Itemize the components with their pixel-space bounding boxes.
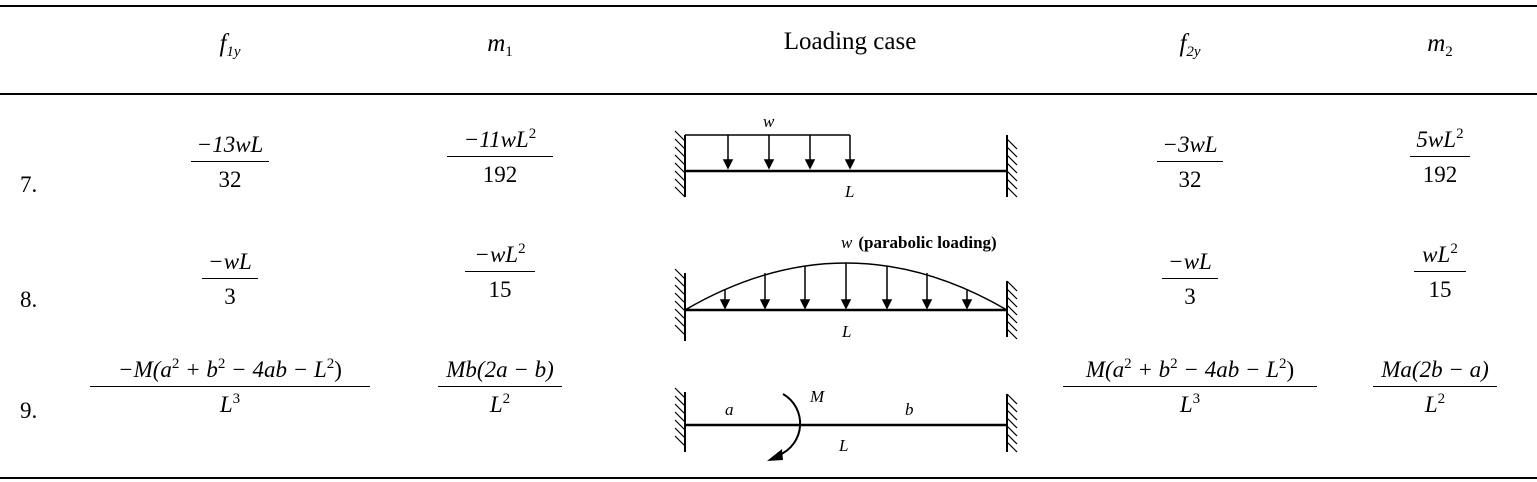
right-wall-hatch <box>1006 280 1018 340</box>
m2-numerator: Ma(2b − a) <box>1381 357 1489 382</box>
b-label: b <box>905 400 914 419</box>
top-rule <box>0 5 1537 7</box>
m2-denominator: 192 <box>1422 162 1458 188</box>
row-number: 7. <box>20 172 38 197</box>
m1-numerator: −11wL2 <box>463 126 537 152</box>
m1-denominator: L2 <box>489 391 511 418</box>
fraction-bar <box>1410 156 1470 158</box>
moment-label: M <box>809 387 825 406</box>
f1y-denominator: 3 <box>224 284 236 310</box>
load-label: w <box>763 112 775 131</box>
m1-numerator: −wL2 <box>474 241 526 267</box>
span-label: L <box>841 322 851 341</box>
span-label: L <box>844 182 854 201</box>
row-number: 8. <box>20 287 38 312</box>
right-wall-hatch <box>1006 138 1018 198</box>
header-m2: m2 <box>1427 30 1453 60</box>
header-loading-case: Loading case <box>783 28 917 55</box>
fraction-bar <box>438 386 562 388</box>
fraction-bar <box>1157 161 1223 163</box>
right-wall-hatch <box>1006 393 1018 453</box>
f1y-denominator: 32 <box>218 167 242 193</box>
m2-fraction: wL2 15 <box>1360 241 1520 303</box>
row-number: 9. <box>20 398 38 423</box>
f2y-numerator: M(a2 + b2 − 4ab − L2) <box>1085 356 1295 382</box>
left-wall-hatch <box>674 130 686 198</box>
f2y-numerator: −3wL <box>1162 132 1218 157</box>
f2y-denominator: L3 <box>1179 391 1201 418</box>
m2-denominator: 15 <box>1428 277 1452 303</box>
m1-numerator: Mb(2a − b) <box>446 357 554 382</box>
m2-numerator: wL2 <box>1422 241 1458 267</box>
bottom-rule <box>0 477 1537 479</box>
f2y-numerator: −wL <box>1168 249 1212 274</box>
fraction-bar <box>191 161 269 163</box>
fraction-bar <box>1373 386 1497 388</box>
m2-numerator: 5wL2 <box>1416 126 1464 152</box>
fraction-bar <box>465 271 535 273</box>
fraction-bar <box>202 278 258 280</box>
f1y-fraction: −13wL 32 <box>150 133 310 191</box>
f1y-numerator: −M(a2 + b2 − 4ab − L2) <box>118 356 342 382</box>
f2y-denominator: 32 <box>1178 167 1202 193</box>
header-rule <box>0 93 1537 95</box>
left-wall-hatch <box>674 387 686 447</box>
left-wall-hatch <box>674 268 686 336</box>
f1y-numerator: −13wL <box>196 132 264 157</box>
m1-fraction: −wL2 15 <box>420 241 580 303</box>
loading-diagram-uniform-half: w L <box>674 112 1018 201</box>
fraction-bar <box>1162 278 1218 280</box>
m1-fraction: Mb(2a − b) L2 <box>410 358 590 416</box>
f1y-fraction: −wL 3 <box>150 250 310 308</box>
moment-arrowhead <box>767 449 783 461</box>
m1-denominator: 192 <box>482 162 518 188</box>
m2-fraction: 5wL2 192 <box>1360 126 1520 188</box>
loading-diagram-parabolic: w(parabolic loading) L <box>674 233 1018 341</box>
f1y-denominator: L3 <box>219 391 241 418</box>
header-m1: m1 <box>487 30 513 60</box>
moment-arc <box>778 393 802 456</box>
f2y-fraction: M(a2 + b2 − 4ab − L2) L3 <box>1050 356 1330 418</box>
header-f1y: f1y <box>219 30 241 60</box>
f1y-numerator: −wL <box>208 249 252 274</box>
a-label: a <box>725 400 734 419</box>
fraction-bar <box>1414 271 1466 273</box>
load-label: w(parabolic loading) <box>841 233 997 252</box>
f2y-fraction: −3wL 32 <box>1110 133 1270 191</box>
f2y-fraction: −wL 3 <box>1110 250 1270 308</box>
m1-fraction: −11wL2 192 <box>420 126 580 188</box>
m2-denominator: L2 <box>1424 391 1446 418</box>
fraction-bar <box>90 386 370 388</box>
f2y-denominator: 3 <box>1184 284 1196 310</box>
loading-diagram-concentrated-moment: a M b L <box>674 387 1018 461</box>
m1-denominator: 15 <box>488 277 512 303</box>
load-arrows <box>722 135 856 170</box>
f1y-fraction: −M(a2 + b2 − 4ab − L2) L3 <box>60 356 400 418</box>
fraction-bar <box>447 156 553 158</box>
m2-fraction: Ma(2b − a) L2 <box>1340 358 1530 416</box>
fraction-bar <box>1063 386 1317 388</box>
span-label: L <box>838 436 848 455</box>
load-arrows <box>719 263 973 310</box>
header-f2y: f2y <box>1179 30 1201 60</box>
